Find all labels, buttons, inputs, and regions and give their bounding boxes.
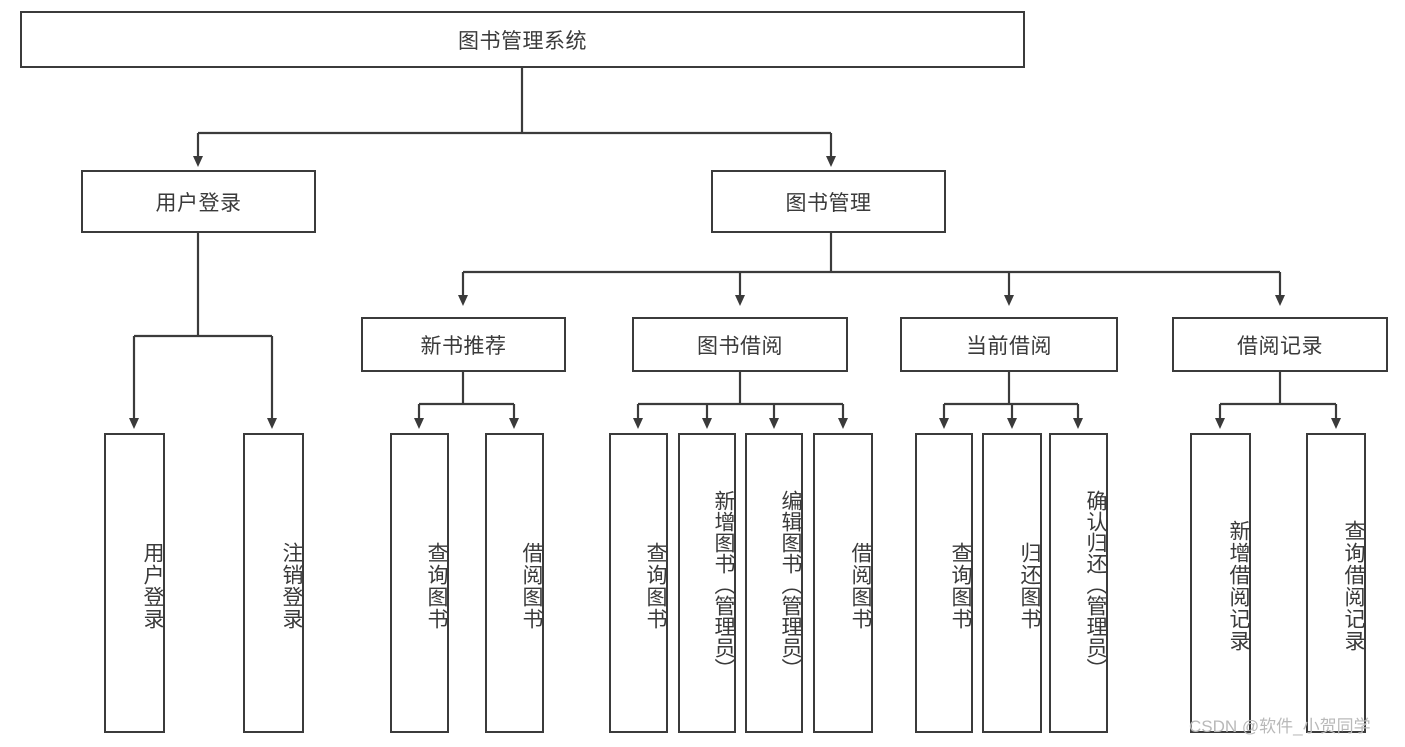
csdn-watermark: CSDN @软件_小贺同学: [1189, 717, 1371, 736]
node-book-borrow[interactable]: 图书借阅: [632, 317, 848, 372]
leaf-borrowrecord-query-record[interactable]: 查询借阅记录: [1306, 433, 1366, 733]
leaf-label: 查询图书: [949, 542, 972, 630]
leaf-currentborrow-confirm-return-admin[interactable]: 确认归还（管理员）: [1049, 433, 1108, 733]
node-current-borrow[interactable]: 当前借阅: [900, 317, 1118, 372]
leaf-bookborrow-borrow-book[interactable]: 借阅图书: [813, 433, 873, 733]
leaf-label: 借阅图书: [520, 542, 543, 630]
leaf-label: 用户登录: [141, 542, 164, 630]
node-new-book-recommend[interactable]: 新书推荐: [361, 317, 566, 372]
node-user-login[interactable]: 用户登录: [81, 170, 316, 233]
leaf-currentborrow-return-book[interactable]: 归还图书: [982, 433, 1042, 733]
leaf-logout-login[interactable]: 注销登录: [243, 433, 304, 733]
leaf-label: 查询图书: [425, 542, 448, 630]
leaf-label: 新增借阅记录: [1227, 520, 1250, 652]
leaf-currentborrow-query-book[interactable]: 查询图书: [915, 433, 973, 733]
leaf-user-login[interactable]: 用户登录: [104, 433, 165, 733]
leaf-label: 查询图书: [644, 542, 667, 630]
leaf-bookborrow-edit-book-admin[interactable]: 编辑图书（管理员）: [745, 433, 803, 733]
leaf-label: 借阅图书: [849, 542, 872, 630]
leaf-bookborrow-query-book[interactable]: 查询图书: [609, 433, 668, 733]
leaf-label: 新增图书（管理员）: [712, 489, 735, 679]
node-borrow-record[interactable]: 借阅记录: [1172, 317, 1388, 372]
leaf-label: 编辑图书（管理员）: [779, 489, 802, 679]
leaf-borrowrecord-add-record[interactable]: 新增借阅记录: [1190, 433, 1251, 733]
leaf-label: 注销登录: [280, 542, 303, 630]
leaf-newbook-borrow-book[interactable]: 借阅图书: [485, 433, 544, 733]
leaf-label: 归还图书: [1018, 542, 1041, 630]
leaf-bookborrow-add-book-admin[interactable]: 新增图书（管理员）: [678, 433, 736, 733]
leaf-label: 查询借阅记录: [1342, 520, 1365, 652]
node-book-management[interactable]: 图书管理: [711, 170, 946, 233]
leaf-label: 确认归还（管理员）: [1084, 489, 1107, 679]
leaf-newbook-query-book[interactable]: 查询图书: [390, 433, 449, 733]
node-root-book-management-system[interactable]: 图书管理系统: [20, 11, 1025, 68]
